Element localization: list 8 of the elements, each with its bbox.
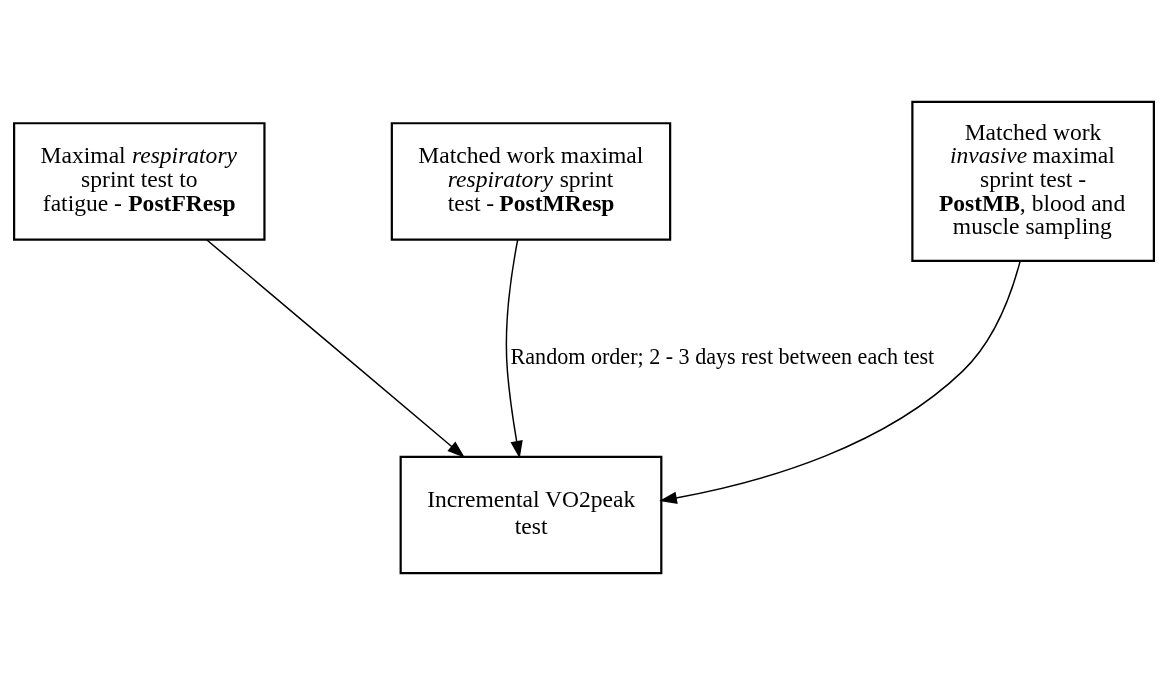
arrow bbox=[205, 238, 465, 458]
arrow bbox=[505, 238, 523, 459]
node-box: Incremental VO2peak test bbox=[399, 455, 663, 575]
arrow bbox=[659, 260, 1021, 504]
node-box: Matched work invasive maximal sprint test - PostMB, blood and muscle sampling bbox=[911, 100, 1155, 263]
node-box: Matched work maximal respiratory sprint test - PostMResp bbox=[390, 122, 672, 241]
edge-label: Random order; 2 - 3 days rest between each test bbox=[510, 344, 935, 370]
node-box: Maximal respiratory sprint test to fatigue - PostFResp bbox=[13, 122, 266, 241]
